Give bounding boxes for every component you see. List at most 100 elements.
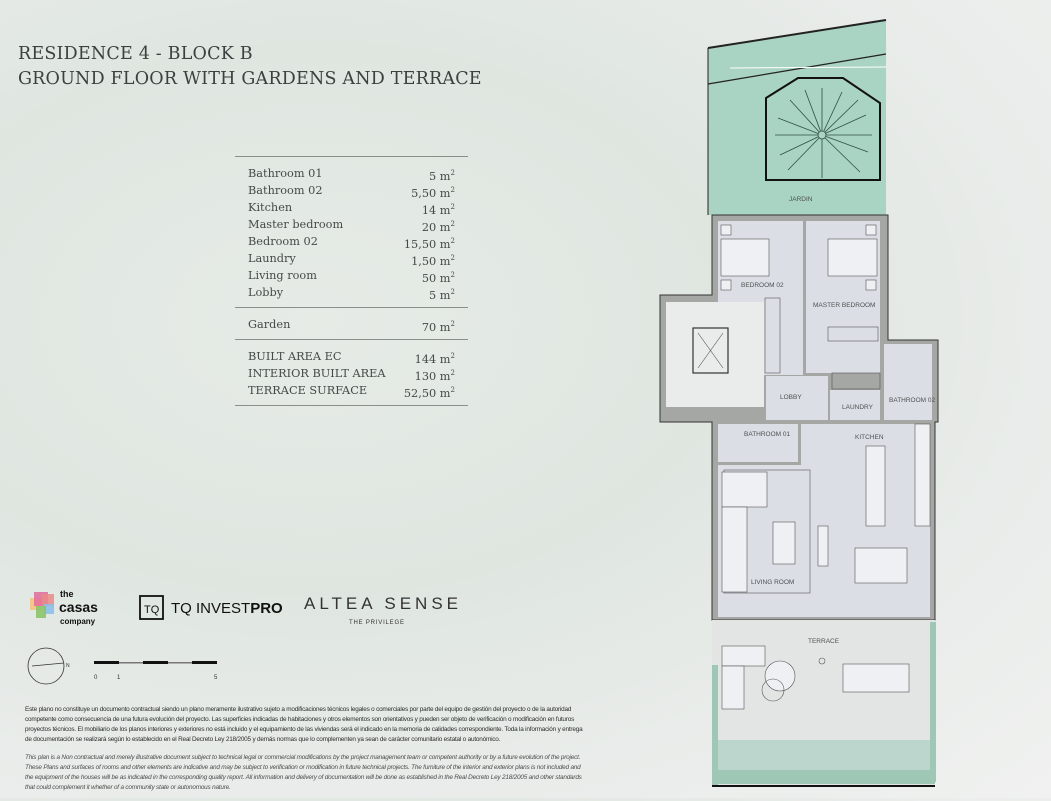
area-name: TERRACE SURFACE	[248, 384, 368, 397]
area-unit-sup: 2	[450, 320, 455, 328]
area-number: 20 m	[421, 220, 451, 234]
casas-name: casas	[59, 599, 98, 615]
label-bathroom-02: BATHROOM 02	[889, 397, 935, 404]
area-name: Lobby	[248, 286, 284, 299]
tq-investpro-logo: TQ TQ INVESTPRO	[139, 595, 283, 620]
area-row: Bathroom 01 5 m2	[235, 165, 468, 183]
tq-pro: PRO	[250, 600, 283, 617]
label-bathroom-01: BATHROOM 01	[744, 431, 790, 438]
area-value: 20 m2	[421, 216, 455, 234]
label-garden: JARDIN	[789, 196, 813, 203]
area-value: 5,50 m2	[411, 182, 455, 200]
area-name: Bathroom 01	[248, 167, 323, 180]
room-bathroom-01	[718, 424, 798, 462]
area-value: 130 m2	[414, 365, 455, 383]
page-title: RESIDENCE 4 - BLOCK B GROUND FLOOR WITH …	[18, 42, 482, 92]
area-name: BUILT AREA EC	[248, 350, 342, 363]
scale-tick-0: 0	[94, 675, 98, 681]
area-row: Living room 50 m2	[235, 267, 468, 285]
area-value: 1,50 m2	[411, 250, 455, 268]
scale-bar: 0 1 5	[94, 661, 218, 681]
area-unit-sup: 2	[450, 220, 455, 228]
terrace-planter	[716, 740, 931, 770]
area-value: 15,50 m2	[403, 233, 455, 251]
scale-tick-1: 1	[117, 675, 121, 681]
room-bathroom-02	[884, 344, 932, 420]
garden-group: Garden 70 m2	[235, 307, 468, 339]
area-value: 5 m2	[429, 284, 455, 302]
casas-logo: the casas company	[30, 589, 98, 626]
compass-and-scale: N 0 1 5	[27, 647, 218, 685]
area-value: 52,50 m2	[403, 382, 455, 400]
area-number: 144 m	[414, 352, 451, 366]
area-name: Garden	[248, 318, 291, 331]
area-unit-sup: 2	[450, 288, 455, 296]
area-number: 15,50 m	[403, 237, 451, 251]
palm-tree-icon	[775, 88, 872, 178]
area-name: Laundry	[248, 252, 296, 265]
area-number: 1,50 m	[411, 254, 451, 268]
area-number: 70 m	[421, 320, 451, 334]
area-row: Garden 70 m2	[235, 316, 468, 334]
label-master-bedroom: MASTER BEDROOM	[813, 302, 875, 309]
area-number: 5 m	[429, 169, 451, 183]
area-row: Kitchen 14 m2	[235, 199, 468, 217]
area-unit-sup: 2	[450, 237, 455, 245]
area-row: BUILT AREA EC 144 m2	[235, 348, 468, 366]
area-name: Master bedroom	[248, 218, 344, 231]
disclaimer: Este plano no constituye un documento co…	[25, 705, 585, 801]
altea-name: ALTEA SENSE	[304, 594, 462, 613]
garden-area: JARDIN	[707, 19, 887, 215]
area-number: 5,50 m	[411, 186, 451, 200]
bed-icon	[827, 238, 878, 277]
north-label: N	[66, 663, 70, 669]
altea-sense-logo: ALTEA SENSE THE PRIVILEGE	[304, 594, 462, 626]
casas-the: the	[60, 589, 74, 599]
logo-strip: the casas company TQ TQ INVESTPRO ALTEA …	[30, 589, 462, 626]
area-name: Living room	[248, 269, 317, 282]
label-terrace: TERRACE	[808, 638, 840, 645]
tq-mark: TQ	[144, 604, 160, 616]
area-value: 5 m2	[429, 165, 455, 183]
area-name: Bedroom 02	[248, 235, 318, 248]
area-number: 50 m	[421, 271, 451, 285]
disclaimer-en: This plan is a Non contractual and merel…	[25, 754, 582, 791]
label-living-room: LIVING ROOM	[751, 579, 794, 586]
area-unit-sup: 2	[450, 203, 455, 211]
area-number: 130 m	[414, 369, 451, 383]
area-number: 5 m	[429, 288, 451, 302]
kitchen-island	[865, 445, 886, 527]
room-lobby	[766, 376, 828, 420]
area-unit-sup: 2	[450, 271, 455, 279]
label-lobby: LOBBY	[780, 394, 802, 401]
svg-text:TQ INVESTPRO: TQ INVESTPRO	[171, 600, 283, 617]
rooms	[666, 221, 936, 787]
title-line-1: RESIDENCE 4 - BLOCK B	[18, 44, 253, 64]
title-line-2: GROUND FLOOR WITH GARDENS AND TERRACE	[18, 69, 482, 89]
area-value: 14 m2	[422, 199, 455, 217]
room-laundry	[830, 390, 880, 420]
label-kitchen: KITCHEN	[855, 434, 884, 441]
area-unit-sup: 2	[450, 186, 455, 194]
area-unit-sup: 2	[450, 352, 455, 360]
bed-icon	[720, 238, 770, 277]
altea-tagline: THE PRIVILEGE	[349, 620, 405, 626]
tq-text: TQ INVEST	[171, 600, 250, 617]
area-row: Bathroom 02 5,50 m2	[235, 182, 468, 200]
area-name: Bathroom 02	[248, 184, 323, 197]
area-row: Bedroom 02 15,50 m2	[235, 233, 468, 251]
area-name: Kitchen	[248, 201, 293, 214]
room-labels: BEDROOM 02 MASTER BEDROOM LOBBY LAUNDRY …	[741, 282, 935, 645]
elevator-icon	[692, 327, 729, 374]
label-bedroom-02: BEDROOM 02	[741, 282, 784, 289]
terrace-table	[764, 660, 796, 692]
area-number: 52,50 m	[403, 386, 451, 400]
area-unit-sup: 2	[450, 169, 455, 177]
area-value: 50 m2	[421, 267, 455, 285]
area-row: Laundry 1,50 m2	[235, 250, 468, 268]
disclaimer-es: Este plano no constituye un documento co…	[25, 706, 583, 743]
